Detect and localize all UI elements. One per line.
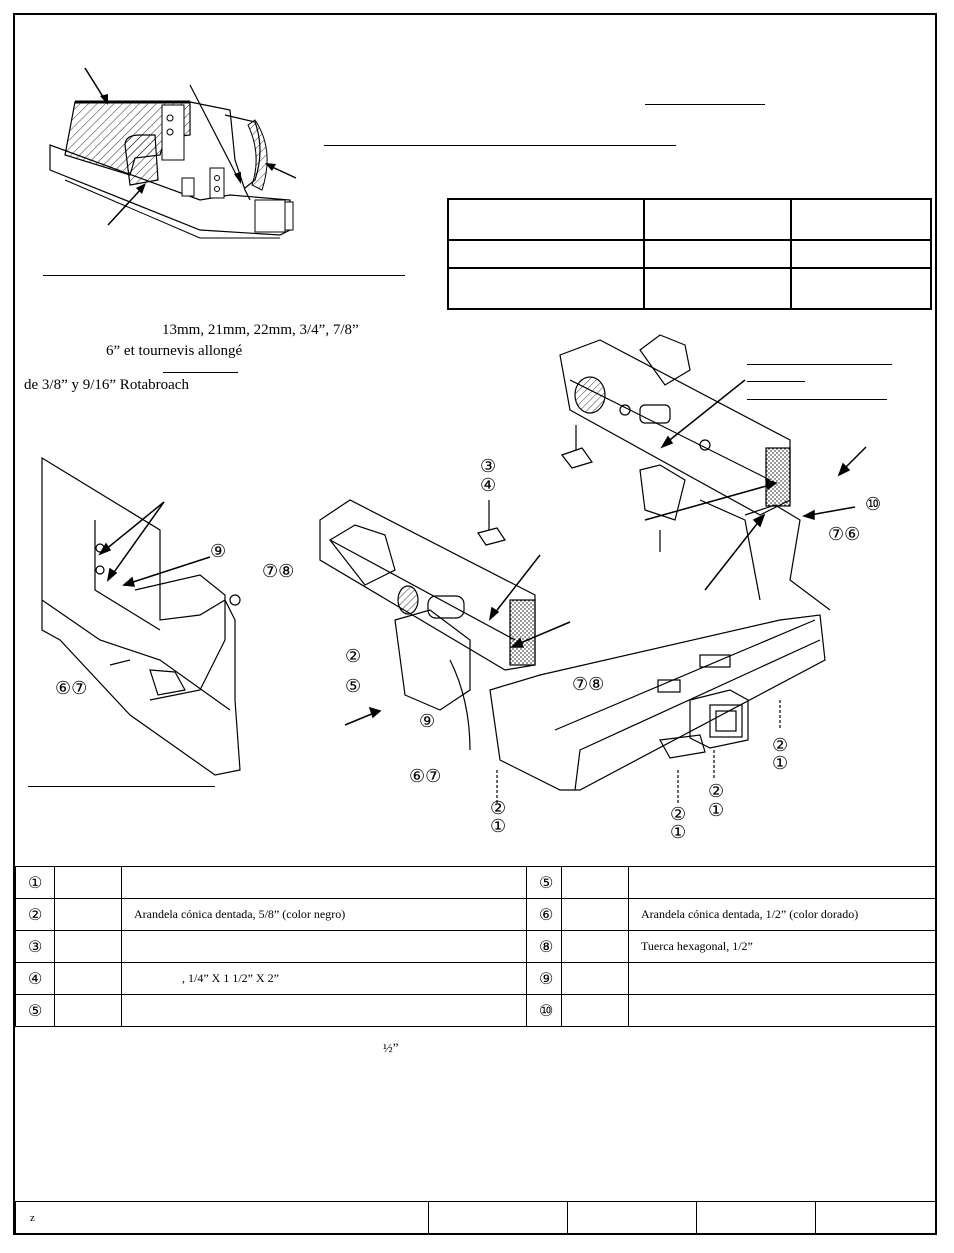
callout-10: ⑩ (865, 494, 882, 514)
callout-7-6: ⑦⑥ (828, 524, 861, 544)
tools-line-2: 6” et tournevis allongé (106, 343, 243, 359)
part-description: Arandela cónica dentada, 5/8” (color neg… (121, 898, 527, 931)
part-number: ③ (15, 930, 55, 963)
callout-2: ② (490, 798, 507, 818)
callout-7-8: ⑦⑧ (262, 561, 295, 581)
part-number: ② (15, 898, 55, 931)
heading-underline (324, 145, 676, 146)
spec-cell (790, 267, 932, 310)
callout-5: ⑤ (345, 676, 362, 696)
parts-row: ① ⑤ (15, 866, 937, 899)
parts-row: ⑤ ⑩ (15, 994, 937, 1027)
callout-1: ① (708, 800, 725, 820)
tools-underline (163, 372, 238, 373)
callout-6-7: ⑥⑦ (409, 766, 442, 786)
part-number: ⑤ (15, 994, 55, 1027)
part-code (561, 962, 629, 995)
callout-3: ③ (480, 456, 497, 476)
hitch-exploded-drawing (41, 334, 867, 805)
callout-2: ② (670, 804, 687, 824)
callout-4: ④ (480, 475, 497, 495)
part-description (121, 994, 527, 1027)
tools-line-3: de 3/8” y 9/16” Rotabroach (24, 377, 189, 393)
part-code (54, 930, 122, 963)
part-description: Tuerca hexagonal, 1/2” (628, 930, 937, 963)
part-description (121, 866, 527, 899)
part-description: , 1/4” X 1 1/2” X 2” (121, 962, 527, 995)
inset-caption-underline (28, 786, 215, 787)
parts-row: ③ ⑧ Tuerca hexagonal, 1/2” (15, 930, 937, 963)
part-code (54, 962, 122, 995)
part-description (628, 866, 937, 899)
notes-half-inch: ½” (383, 1040, 399, 1055)
part-description (628, 994, 937, 1027)
part-code (561, 898, 629, 931)
parts-row: ④ , 1/4” X 1 1/2” X 2” ⑨ (15, 962, 937, 995)
bumper-detail-drawing (49, 67, 297, 239)
callout-6-7: ⑥⑦ (55, 678, 88, 698)
spec-cell (447, 198, 645, 241)
parts-table: ① ⑤ ② Arandela cónica dentada, 5/8” (col… (15, 866, 937, 1027)
part-description: Arandela cónica dentada, 1/2” (color dor… (628, 898, 937, 931)
part-number: ⑨ (526, 962, 562, 995)
caption-underline (43, 275, 405, 276)
tools-line-1: 13mm, 21mm, 22mm, 3/4”, 7/8” (162, 322, 359, 338)
part-number: ① (15, 866, 55, 899)
spec-cell (643, 267, 792, 310)
spec-table (447, 198, 932, 310)
callout-1: ① (670, 822, 687, 842)
spec-cell (790, 239, 932, 269)
footer-cell-5 (815, 1201, 937, 1235)
part-number: ⑤ (526, 866, 562, 899)
callout-7-8: ⑦⑧ (572, 674, 605, 694)
callout-9: ⑨ (419, 711, 436, 731)
callout-1: ① (772, 753, 789, 773)
spec-cell (643, 198, 792, 241)
part-code (54, 866, 122, 899)
label-underline (747, 364, 892, 365)
spec-cell (447, 267, 645, 310)
footer-cell-3 (567, 1201, 697, 1235)
part-code (54, 898, 122, 931)
parts-row: ② Arandela cónica dentada, 5/8” (color n… (15, 898, 937, 931)
part-number: ⑧ (526, 930, 562, 963)
callout-9: ⑨ (210, 541, 227, 561)
part-code (54, 994, 122, 1027)
callout-2: ② (708, 781, 725, 801)
callout-2: ② (772, 735, 789, 755)
spec-cell (447, 239, 645, 269)
label-underline (747, 399, 887, 400)
part-description (121, 930, 527, 963)
footer-cell-2 (428, 1201, 568, 1235)
footer-cell-1: z (15, 1201, 429, 1235)
part-description (628, 962, 937, 995)
spec-cell (643, 239, 792, 269)
part-code (561, 994, 629, 1027)
part-number: ⑩ (526, 994, 562, 1027)
heading-underline (645, 104, 765, 105)
part-code (561, 866, 629, 899)
callout-2: ② (345, 646, 362, 666)
part-number: ⑥ (526, 898, 562, 931)
part-code (561, 930, 629, 963)
footer-cell-4 (696, 1201, 816, 1235)
callout-1: ① (490, 816, 507, 836)
spec-cell (790, 198, 932, 241)
part-number: ④ (15, 962, 55, 995)
label-underline (747, 381, 805, 382)
footer-table: z (15, 1201, 937, 1235)
